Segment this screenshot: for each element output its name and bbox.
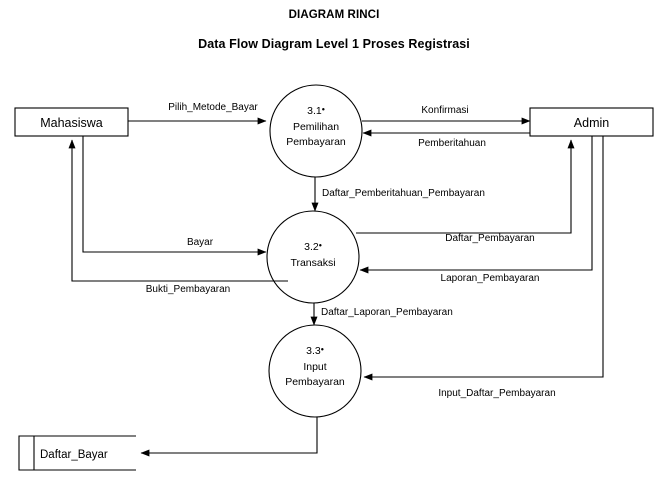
process-3-1-line1: Pemilihan: [293, 121, 339, 133]
process-3-2-line1: Transaksi: [290, 257, 335, 269]
process-3-1-number: 3.1•: [307, 105, 325, 118]
process-3-1[interactable]: [269, 84, 363, 178]
datastore-daftar-bayar[interactable]: [18, 435, 136, 471]
flow-bukti-pembayaran-label: Bukti_Pembayaran: [146, 284, 231, 295]
flow-daftar-pembayaran-label: Daftar_Pembayaran: [445, 233, 535, 244]
entity-admin[interactable]: [529, 107, 654, 137]
flow-bayar-line: [82, 136, 267, 256]
page-title: DIAGRAM RINCI: [289, 9, 380, 21]
page-subtitle: Data Flow Diagram Level 1 Proses Registr…: [198, 37, 470, 51]
flow-daftar-pembayaran-line: [356, 139, 575, 234]
flow-laporan-pembayaran-label: Laporan_Pembayaran: [441, 273, 540, 284]
flow-konfirmasi-label: Konfirmasi: [421, 105, 468, 116]
process-3-3-line1: Input: [303, 361, 326, 373]
flow-daftar-pemberitahuan-pembayaran-label: Daftar_Pemberitahuan_Pembayaran: [322, 188, 485, 199]
flow-bayar-label: Bayar: [187, 237, 214, 248]
process-3-2-number: 3.2•: [304, 241, 322, 254]
flow-daftar-laporan-pembayaran-label: Daftar_Laporan_Pembayaran: [321, 307, 453, 318]
process-3-3-line2: Pembayaran: [285, 376, 345, 388]
flow-pilih-metode-bayar-label: Pilih_Metode_Bayar: [168, 102, 258, 113]
flow-to-datastore-line: [140, 417, 318, 457]
flow-pemberitahuan-label: Pemberitahuan: [418, 138, 486, 149]
datastore-daftar-bayar-label: Daftar_Bayar: [40, 449, 108, 461]
flow-laporan-pembayaran-line: [359, 136, 593, 274]
process-3-1-line2: Pembayaran: [286, 136, 346, 148]
flow-input-daftar-pembayaran-line: [363, 136, 604, 381]
entity-mahasiswa[interactable]: [14, 107, 129, 137]
entity-mahasiswa-label: Mahasiswa: [40, 116, 103, 130]
flow-bukti-pembayaran-line: [68, 139, 288, 282]
process-3-3-number: 3.3•: [306, 345, 324, 358]
flow-input-daftar-pembayaran-label: Input_Daftar_Pembayaran: [438, 388, 555, 399]
entity-admin-label: Admin: [574, 116, 609, 130]
